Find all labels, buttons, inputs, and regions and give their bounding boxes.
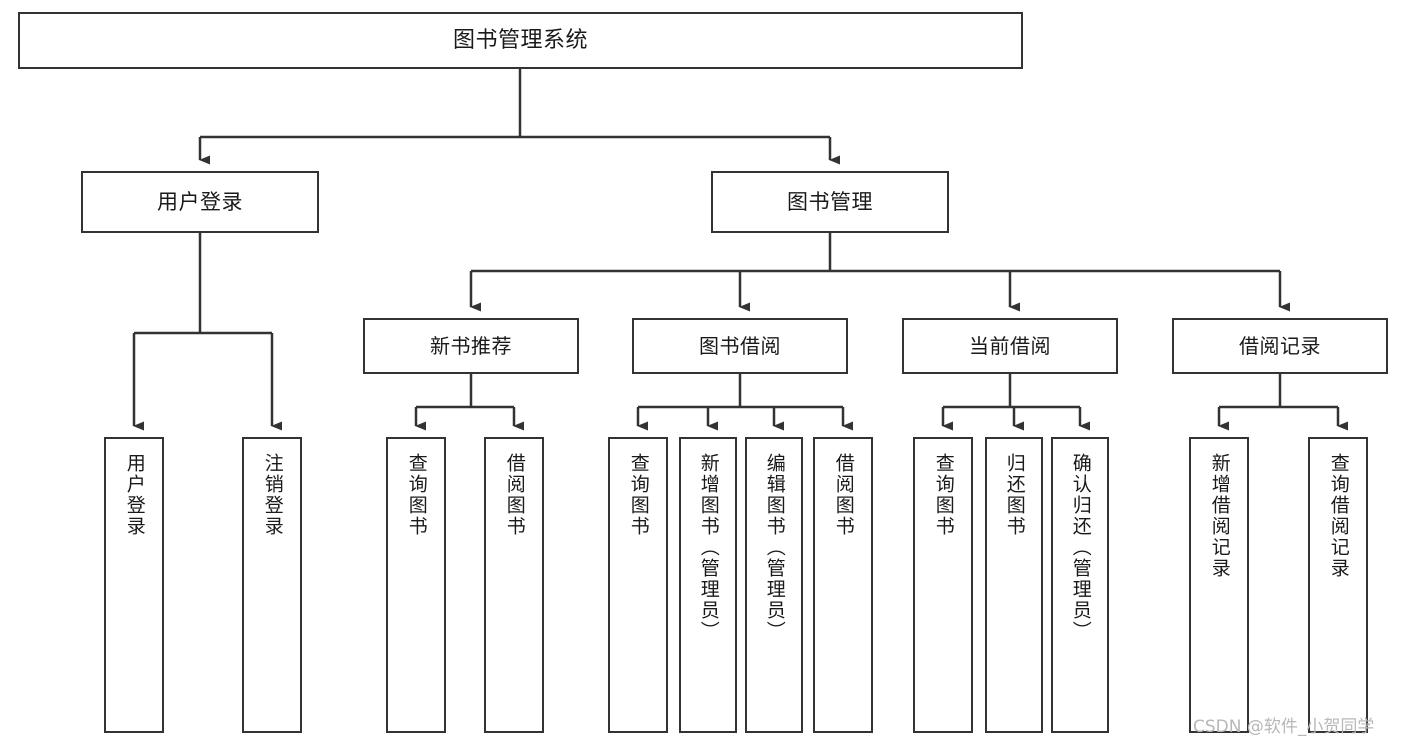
node-borrow-record[interactable]: 借阅记录: [1172, 318, 1388, 374]
leaf-query-book-current[interactable]: 查询图书: [913, 437, 973, 733]
node-current-borrow[interactable]: 当前借阅: [902, 318, 1118, 374]
node-label: 图书管理系统: [452, 27, 588, 53]
node-label: 借阅记录: [1239, 333, 1321, 358]
leaf-add-borrow-record[interactable]: 新增借阅记录: [1189, 437, 1249, 733]
node-new-book-recommend[interactable]: 新书推荐: [363, 318, 579, 374]
leaf-return-book[interactable]: 归还图书: [985, 437, 1043, 733]
node-label: 查询图书: [405, 453, 428, 537]
node-label: 当前借阅: [969, 333, 1051, 358]
leaf-query-book-recommend[interactable]: 查询图书: [386, 437, 446, 733]
node-label: 注销登录: [261, 453, 284, 537]
node-root-system[interactable]: 图书管理系统: [18, 12, 1023, 69]
leaf-logout[interactable]: 注销登录: [242, 437, 302, 733]
csdn-watermark: CSDN @软件_小贺同学: [1193, 717, 1375, 737]
node-label: 用户登录: [157, 189, 243, 214]
node-label: 图书借阅: [699, 333, 781, 358]
leaf-query-borrow-record[interactable]: 查询借阅记录: [1308, 437, 1368, 733]
node-label: 借阅图书: [503, 453, 526, 537]
leaf-borrow-book[interactable]: 借阅图书: [813, 437, 873, 733]
node-book-management[interactable]: 图书管理: [711, 171, 949, 233]
leaf-query-book-borrow[interactable]: 查询图书: [608, 437, 668, 733]
node-label: 查询借阅记录: [1327, 453, 1350, 579]
node-label: 查询图书: [932, 453, 955, 537]
node-label: 图书管理: [787, 189, 873, 214]
leaf-add-book-admin[interactable]: 新增图书（管理员）: [679, 437, 737, 733]
leaf-borrow-book-recommend[interactable]: 借阅图书: [484, 437, 544, 733]
node-label: 查询图书: [627, 453, 650, 537]
node-book-borrow[interactable]: 图书借阅: [632, 318, 848, 374]
node-user-login[interactable]: 用户登录: [81, 171, 319, 233]
node-label: 编辑图书（管理员）: [763, 453, 786, 642]
node-label: 归还图书: [1003, 453, 1026, 537]
node-label: 新增借阅记录: [1208, 453, 1231, 579]
node-label: 用户登录: [123, 453, 146, 537]
leaf-confirm-return-admin[interactable]: 确认归还（管理员）: [1051, 437, 1109, 733]
node-label: 借阅图书: [832, 453, 855, 537]
node-label: 新书推荐: [430, 333, 512, 358]
leaf-edit-book-admin[interactable]: 编辑图书（管理员）: [745, 437, 803, 733]
leaf-user-login[interactable]: 用户登录: [104, 437, 164, 733]
node-label: 新增图书（管理员）: [697, 453, 720, 642]
node-label: 确认归还（管理员）: [1069, 453, 1092, 642]
